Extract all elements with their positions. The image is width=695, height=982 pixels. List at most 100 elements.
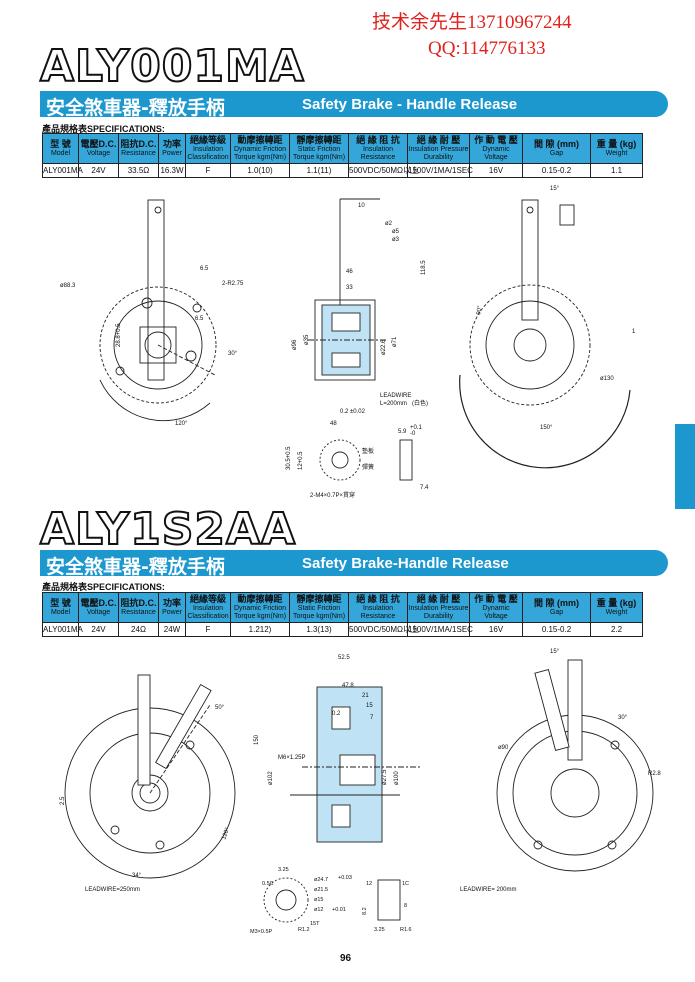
dim-label: 34° <box>132 873 142 879</box>
spec-header-zh: 重 量 (kg) <box>596 139 637 149</box>
dim-label: 120° <box>221 826 231 840</box>
spec-header-en: Voltage <box>86 609 111 616</box>
cell-insulation-resistance: 500VDC/50MΩ以上 <box>348 163 419 178</box>
spec-header-en: Insulation Pressure Durability <box>408 146 469 161</box>
dim-label: 46 <box>346 269 353 275</box>
spec-header-zh: 間 隙 (mm) <box>533 139 579 149</box>
dim-label: 2-M4×0.7P×貫穿 <box>310 491 355 499</box>
spec-header-zh: 阻抗D.C. <box>120 139 157 149</box>
dim-label: 150° <box>540 425 553 431</box>
spec-header-zh: 絕 緣 阻 抗 <box>356 135 400 145</box>
dim-label: 52.5 <box>338 655 350 661</box>
s1-back-view <box>459 199 631 469</box>
spec-header-zh: 絕 緣 耐 壓 <box>416 135 461 145</box>
dim-label: 0.2 <box>340 409 349 415</box>
dim-label: 15° <box>550 186 560 192</box>
cell-insulation-class: F <box>185 622 231 637</box>
dim-label: -0 <box>410 431 416 437</box>
spec-header-cell: 重 量 (kg)Weight <box>590 592 643 623</box>
spec-header-zh: 絕 緣 阻 抗 <box>356 594 400 604</box>
dim-label: 3.25 <box>374 927 385 933</box>
dim-label: ø22.6 <box>381 339 387 355</box>
s1-side-view <box>308 198 386 381</box>
dim-label: L=200mm <box>380 401 407 407</box>
section2-title-en: Safety Brake-Handle Release <box>302 555 509 572</box>
dim-label: 1 <box>632 329 636 335</box>
s2-back-view <box>496 659 654 872</box>
dim-label: 47.8 <box>342 683 354 689</box>
dim-label: 150 <box>254 734 260 745</box>
section2-title-zh: 安全煞車器-釋放手柄 <box>46 556 225 578</box>
dim-label: LEADWIRE= 200mm <box>460 887 517 893</box>
spec-header-en: Gap <box>549 609 564 616</box>
spec-header-en: Insulation Classification <box>187 605 229 620</box>
spec-header-zh: 靜摩擦轉距 <box>296 135 342 145</box>
dim-label: R1.2 <box>298 927 310 933</box>
dim-label: 30° <box>228 351 238 357</box>
cell-insulation-pressure: 1500V/1MA/1SEC <box>407 163 473 178</box>
spec-header-zh: 作 動 電 壓 <box>474 594 518 604</box>
spec-header-cell: 間 隙 (mm)Gap <box>522 133 591 164</box>
dim-label: ø27.5 <box>382 769 388 785</box>
spec-header-en: Dynamic Voltage <box>482 605 510 620</box>
dim-label: +0.01 <box>332 907 346 913</box>
spec-header-zh: 絕緣等級 <box>189 594 226 604</box>
dim-label: 21 <box>362 693 369 699</box>
spec-header-en: Insulation Resistance <box>360 146 396 161</box>
dim-label: 彈簧 <box>362 463 374 471</box>
dim-label: 3.25 <box>278 867 289 873</box>
cell-model: ALY001MA <box>42 622 83 637</box>
spec-header-en: Insulation Resistance <box>360 605 396 620</box>
dim-label: 0.2 <box>332 711 341 717</box>
dim-label: 6.5 <box>200 266 209 272</box>
dim-label: M6×1.25P <box>278 755 306 761</box>
cell-resistance: 24Ω <box>118 622 159 637</box>
dim-label: 15 <box>366 703 373 709</box>
spec-header-en: Insulation Pressure Durability <box>408 605 469 620</box>
spec-header-cell: 電壓D.C.Voltage <box>78 592 119 623</box>
s2-spline-detail <box>263 877 401 923</box>
spec-header-zh: 功率 <box>162 598 181 608</box>
spec-header-zh: 電壓D.C. <box>80 598 117 608</box>
spec-header-zh: 靜摩擦轉距 <box>296 594 342 604</box>
dim-label: 15T <box>310 921 320 927</box>
spec-header-zh: 功率 <box>162 139 181 149</box>
spec-header-en: Insulation Classification <box>187 146 229 161</box>
contact-qq: QQ:114776133 <box>428 38 546 59</box>
spec-label-2: 產品規格表SPECIFICATIONS: <box>42 582 165 592</box>
cell-dynamic-torque: 1.0(10) <box>230 163 290 178</box>
model-title-aly1s2aa: ALY1S2AA <box>39 504 297 555</box>
dim-label: ø12 <box>314 907 323 913</box>
cell-voltage: 24V <box>78 163 119 178</box>
s1-spline-detail <box>319 439 413 481</box>
dim-label: 1C <box>402 881 409 887</box>
spec-header-cell: 間 隙 (mm)Gap <box>522 592 591 623</box>
dim-label: (白色) <box>412 399 428 407</box>
dim-label: 8.2 <box>362 907 368 915</box>
dim-label: +0.1 <box>410 425 423 431</box>
cell-weight: 1.1 <box>590 163 643 178</box>
spec-header-zh: 絕緣等級 <box>189 135 226 145</box>
dim-label: 12+0.5 <box>298 451 304 470</box>
section2-title-bar: 安全煞車器-釋放手柄 Safety Brake-Handle Release <box>40 550 668 578</box>
dim-label: ø96 <box>292 339 298 350</box>
spec-header-en: Gap <box>549 150 564 157</box>
spec-header-zh: 絕 緣 耐 壓 <box>416 594 461 604</box>
spec-header-cell: 阻抗D.C.Resistance <box>118 133 159 164</box>
dim-label: ø88.3 <box>60 283 76 289</box>
cell-power: 16.3W <box>158 163 186 178</box>
dim-label: ø5 <box>392 229 400 235</box>
spec-header-en: Dynamic Friction Torque kgm(Nm) <box>233 146 287 161</box>
dim-label: ø90 <box>498 745 509 751</box>
section1-title-en: Safety Brake - Handle Release <box>302 96 518 113</box>
spec-header-en: Voltage <box>86 150 111 157</box>
dim-label: ø2 <box>385 221 393 227</box>
